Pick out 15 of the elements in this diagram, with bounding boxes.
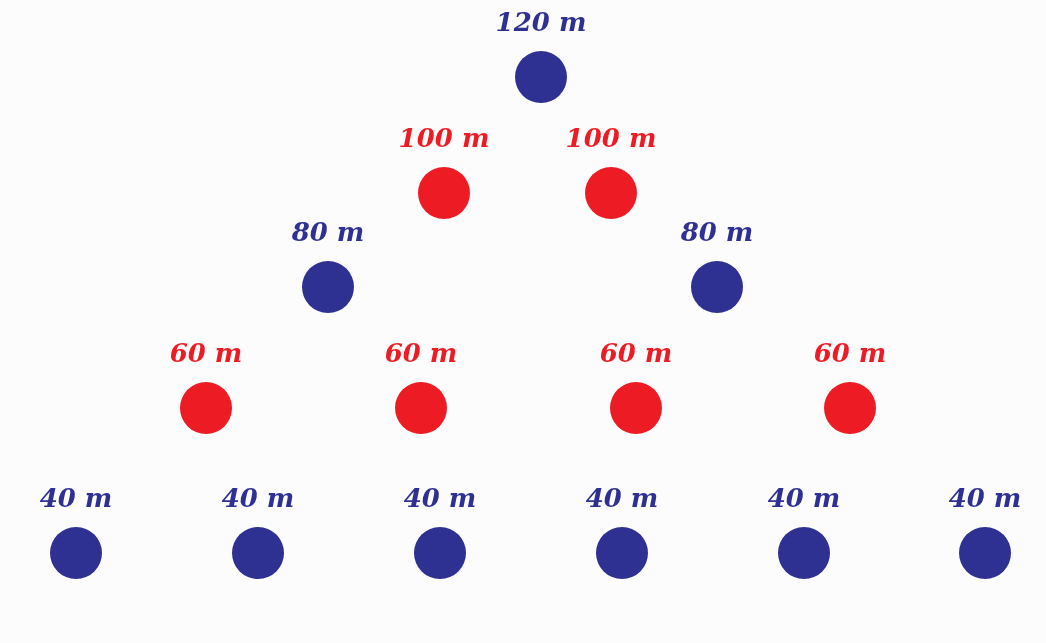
- distance-label: 60 m: [812, 338, 888, 368]
- distance-label: 60 m: [168, 338, 244, 368]
- distance-label: 40 m: [38, 483, 114, 513]
- distance-label: 40 m: [947, 483, 1023, 513]
- distance-label: 40 m: [220, 483, 296, 513]
- distance-label: 60 m: [598, 338, 674, 368]
- distance-label: 40 m: [402, 483, 478, 513]
- distance-label: 120 m: [494, 7, 588, 37]
- distance-label: 100 m: [564, 123, 658, 153]
- distance-label: 80 m: [290, 217, 366, 247]
- distance-label: 40 m: [584, 483, 660, 513]
- distance-label: 100 m: [397, 123, 491, 153]
- distance-label: 80 m: [679, 217, 755, 247]
- distance-label: 40 m: [766, 483, 842, 513]
- distance-label: 60 m: [383, 338, 459, 368]
